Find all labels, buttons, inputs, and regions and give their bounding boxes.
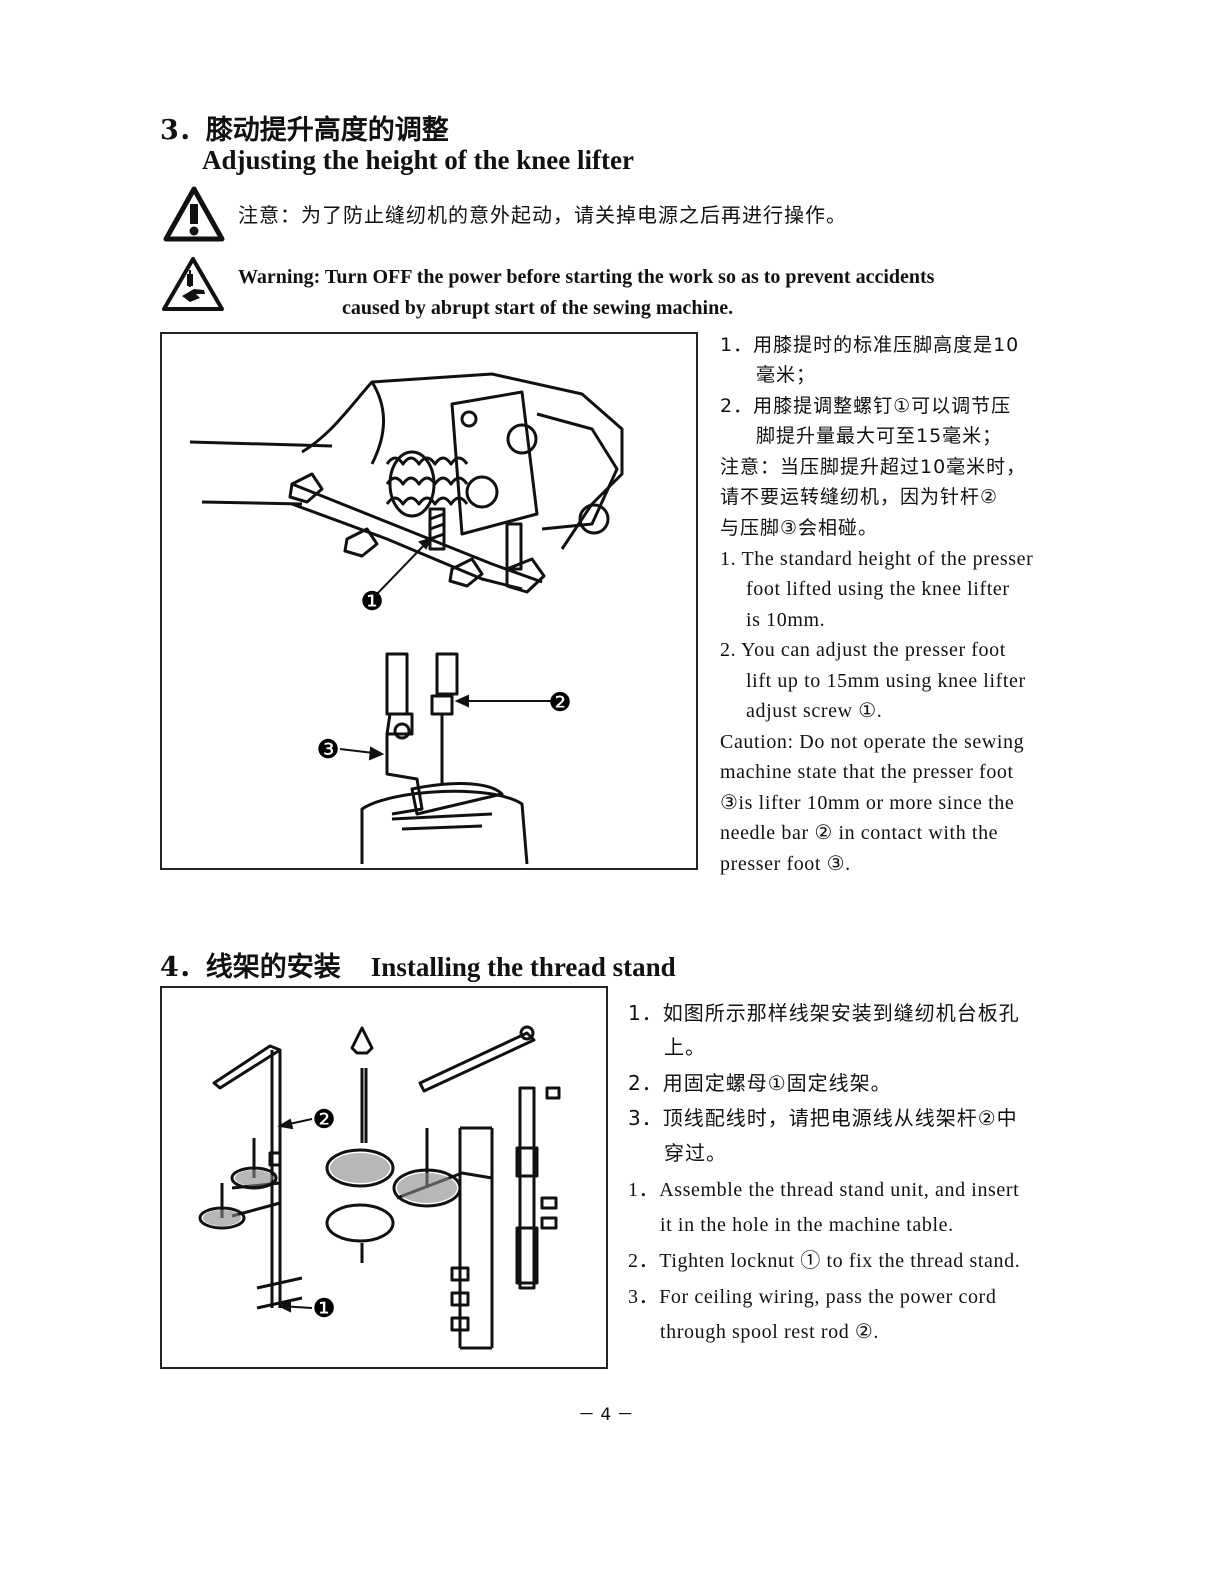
s3-en-line-10: needle bar ② in contact with the bbox=[720, 822, 999, 844]
s4-en-line-4: 3．For ceiling wiring, pass the power cor… bbox=[628, 1286, 997, 1308]
callout-3: ❸ bbox=[316, 735, 339, 765]
callout-1: ❶ bbox=[360, 587, 383, 617]
s4-cn-line-2: 上。 bbox=[664, 1035, 706, 1059]
caution-text-cn: 注意：为了防止缝纫机的意外起动，请关掉电源之后再进行操作。 bbox=[238, 203, 847, 227]
page-number: － 4 － bbox=[578, 1405, 634, 1425]
section3-title-cn: 膝动提升高度的调整 bbox=[205, 115, 449, 146]
s3-cn-line-7: 与压脚③会相碰。 bbox=[720, 517, 879, 539]
section3-heading-cn: 3．膝动提升高度的调整 bbox=[160, 108, 449, 147]
s3-cn-line-1: 1．用膝提时的标准压脚高度是10 bbox=[720, 334, 1020, 356]
warning-line-1: Warning: Turn OFF the power before start… bbox=[238, 266, 935, 288]
s3-cn-line-4: 脚提升量最大可至15毫米； bbox=[756, 425, 1003, 447]
section4-heading: 4．线架的安装 Installing the thread stand bbox=[160, 945, 676, 984]
s3-en-line-4: 2. You can adjust the presser foot bbox=[720, 639, 1006, 661]
s4-cn-line-3: 2．用固定螺母①固定线架。 bbox=[628, 1071, 892, 1095]
s3-cn-line-3: 2．用膝提调整螺钉①可以调节压 bbox=[720, 395, 1012, 417]
s3-en-line-5: lift up to 15mm using knee lifter bbox=[746, 670, 1026, 692]
s4-cn-line-1: 1．如图所示那样线架安装到缝纫机台板孔 bbox=[628, 1001, 1020, 1025]
s4-callout-1: ❶ bbox=[312, 1294, 335, 1324]
s3-cn-line-2: 毫米； bbox=[756, 364, 817, 386]
s4-callout-2: ❷ bbox=[312, 1105, 335, 1135]
s3-cn-line-6: 请不要运转缝纫机，因为针杆② bbox=[720, 486, 999, 508]
s3-en-line-6: adjust screw ①. bbox=[746, 700, 883, 722]
s4-cn-line-5: 穿过。 bbox=[664, 1141, 727, 1165]
section4-title-en: Installing the thread stand bbox=[370, 952, 676, 982]
s4-en-line-3: 2．Tighten locknut ① to fix the thread st… bbox=[628, 1250, 1021, 1272]
section4-number: 4． bbox=[160, 952, 206, 983]
s3-en-line-7: Caution: Do not operate the sewing bbox=[720, 731, 1025, 753]
s3-cn-line-5: 注意：当压脚提升超过10毫米时， bbox=[720, 456, 1027, 478]
s3-en-line-2: foot lifted using the knee lifter bbox=[746, 578, 1010, 600]
warning-line-2: caused by abrupt start of the sewing mac… bbox=[342, 297, 734, 319]
caution-triangle-icon bbox=[163, 186, 225, 242]
s3-en-line-3: is 10mm. bbox=[746, 609, 826, 631]
s3-en-line-9: ③is lifter 10mm or more since the bbox=[720, 792, 1015, 814]
thread-stand-illustration: ❷ ❶ bbox=[198, 1025, 561, 1350]
s3-en-line-8: machine state that the presser foot bbox=[720, 761, 1014, 783]
callout-2: ❷ bbox=[548, 688, 571, 718]
s4-cn-line-4: 3．顶线配线时，请把电源线从线架杆②中 bbox=[628, 1106, 1018, 1130]
section4-title-cn: 线架的安装 bbox=[205, 952, 341, 983]
knee-lifter-figure: ❶ ❷ ❸ bbox=[160, 332, 698, 870]
s4-en-line-1: 1．Assemble the thread stand unit, and in… bbox=[628, 1179, 1020, 1201]
s3-en-line-1: 1. The standard height of the presser bbox=[720, 548, 1034, 570]
thread-stand-figure: ❷ ❶ bbox=[160, 986, 608, 1369]
section3-number: 3． bbox=[160, 115, 206, 146]
s4-en-line-2: it in the hole in the machine table. bbox=[660, 1214, 954, 1236]
section3-title-en: Adjusting the height of the knee lifter bbox=[202, 145, 634, 175]
s4-en-line-5: through spool rest rod ②. bbox=[660, 1321, 880, 1343]
knee-lifter-illustration: ❶ ❷ ❸ bbox=[189, 372, 624, 865]
s3-en-line-11: presser foot ③. bbox=[720, 853, 851, 875]
hand-warning-icon bbox=[162, 257, 224, 311]
